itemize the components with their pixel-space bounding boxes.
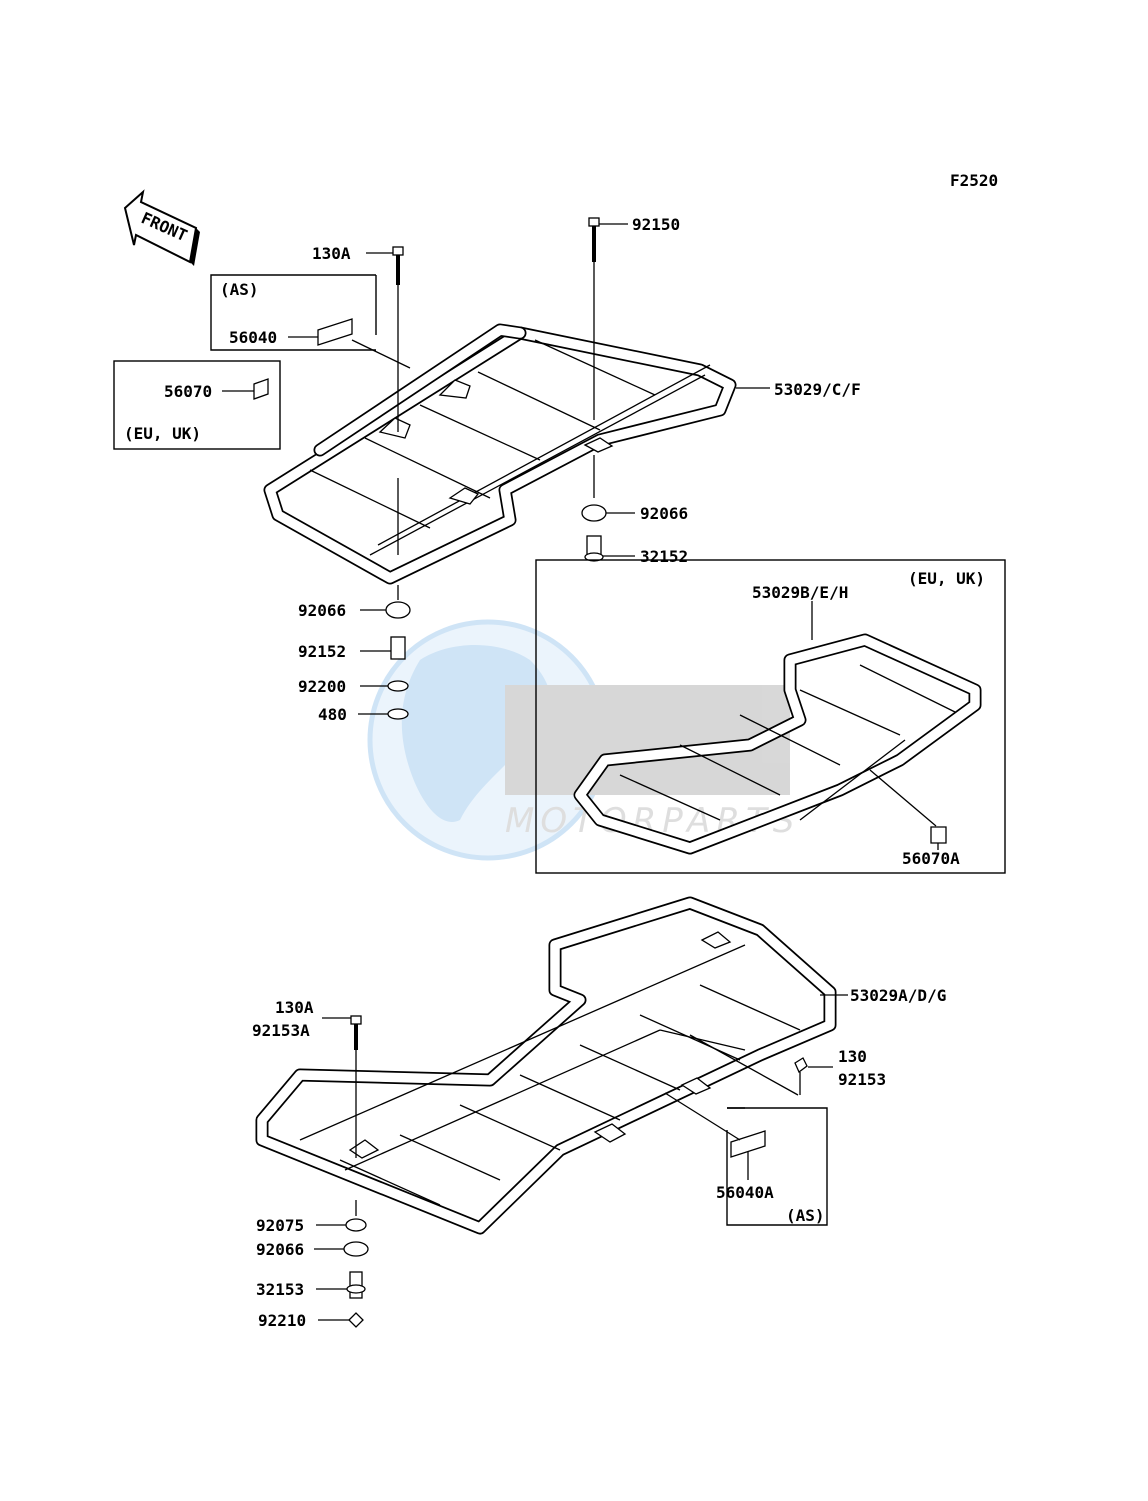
part-130: 130 xyxy=(838,1047,867,1066)
watermark-logo: MOTORPARTS xyxy=(367,619,794,861)
part-130a-bottom: 130A xyxy=(275,998,314,1017)
part-92066-bottom: 92066 xyxy=(256,1240,304,1259)
bottom-fasteners xyxy=(314,1015,833,1328)
group-eu-uk-box: (EU, UK) xyxy=(908,569,985,588)
part-56040a: 56040A xyxy=(716,1183,774,1202)
part-53029a-d-g: 53029A/D/G xyxy=(850,986,946,1005)
group-as-top: (AS) xyxy=(220,280,259,299)
part-92153: 92153 xyxy=(838,1070,886,1089)
part-56040: 56040 xyxy=(229,328,277,347)
part-92200: 92200 xyxy=(298,677,346,696)
part-92150: 92150 xyxy=(632,215,680,234)
part-53029-c-f: 53029/C/F xyxy=(774,380,861,399)
part-32152: 32152 xyxy=(640,547,688,566)
part-32153: 32153 xyxy=(256,1280,304,1299)
group-eu-uk-left: (EU, UK) xyxy=(124,424,201,443)
eu-uk-carrier-box xyxy=(535,559,1006,874)
as-group-top xyxy=(210,274,411,369)
carrier-53029-a-d-g xyxy=(255,896,848,1235)
part-56070: 56070 xyxy=(164,382,212,401)
eu-uk-group-left xyxy=(113,360,281,450)
part-92066-right: 92066 xyxy=(640,504,688,523)
part-92152: 92152 xyxy=(298,642,346,661)
part-480: 480 xyxy=(318,705,347,724)
front-arrow-icon: FRONT xyxy=(123,189,200,266)
as-group-bottom xyxy=(664,1092,828,1226)
group-as-bottom: (AS) xyxy=(786,1206,825,1225)
part-92066-left: 92066 xyxy=(298,601,346,620)
part-53029b-e-h: 53029B/E/H xyxy=(752,583,848,602)
carrier-53029-c-f xyxy=(263,323,737,585)
top-fasteners xyxy=(358,217,770,720)
part-92153a: 92153A xyxy=(252,1021,310,1040)
part-130a-top: 130A xyxy=(312,244,351,263)
figure-code: F2520 xyxy=(950,171,998,190)
part-92075: 92075 xyxy=(256,1216,304,1235)
part-92210: 92210 xyxy=(258,1311,306,1330)
part-56070a: 56070A xyxy=(902,849,960,868)
